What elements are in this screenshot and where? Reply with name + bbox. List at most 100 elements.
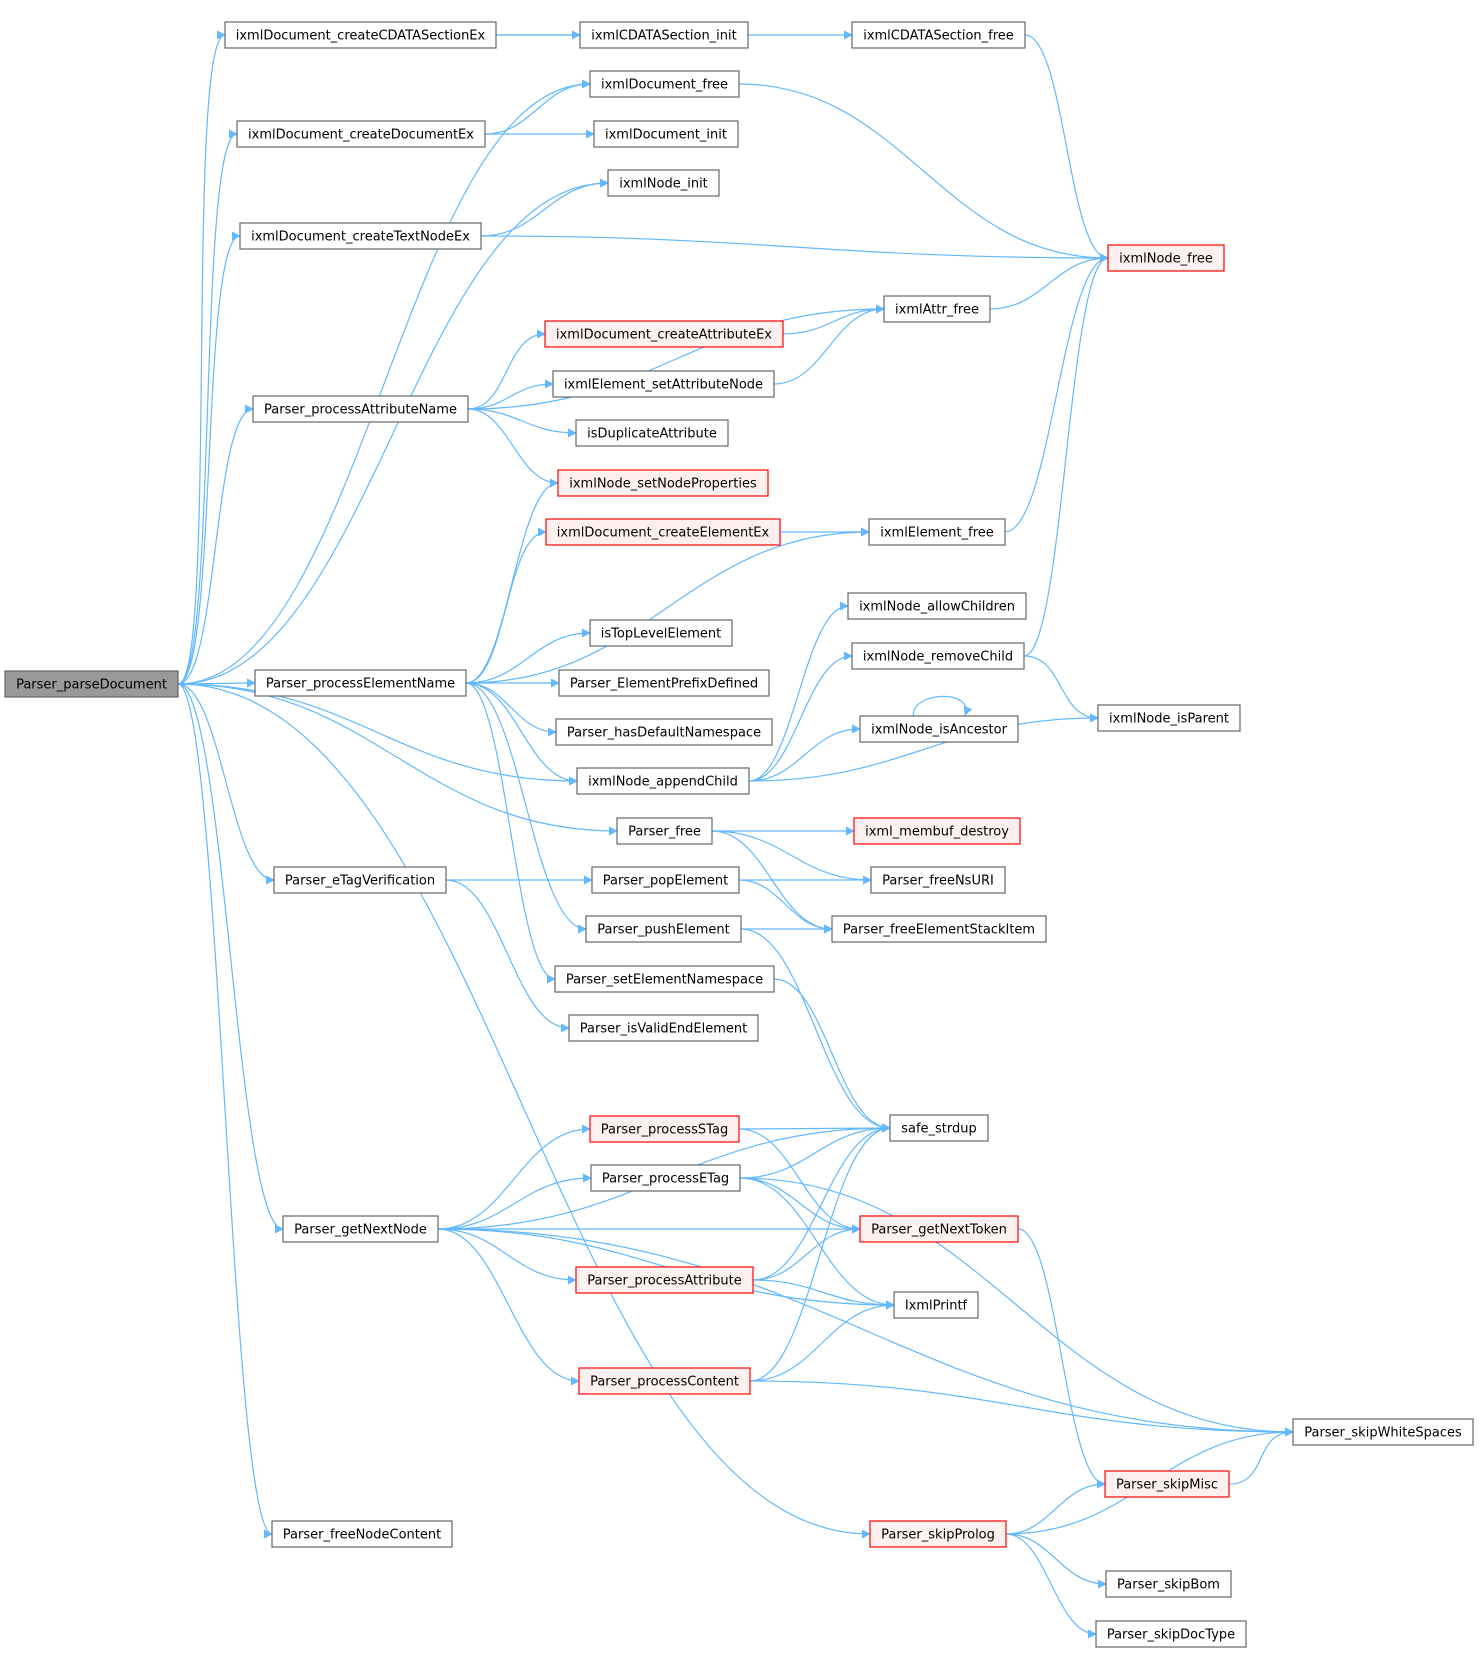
node-label: ixmlNode_appendChild — [588, 775, 738, 790]
node-label: Parser_isValidEndElement — [580, 1022, 747, 1037]
node-box — [254, 669, 467, 697]
graph-node[interactable]: Parser_setElementNamespace — [554, 965, 775, 993]
node-label: Parser_eTagVerification — [285, 874, 435, 889]
call-edge — [177, 683, 618, 836]
graph-node[interactable]: Parser_freeNodeContent — [271, 1520, 453, 1548]
node-label: ixmlDocument_init — [605, 128, 727, 143]
graph-node[interactable]: Parser_eTagVerification — [273, 866, 447, 894]
node-label: ixmlNode_free — [1119, 252, 1213, 267]
node-box — [554, 965, 775, 993]
node-label: ixmlDocument_createCDATASectionEx — [236, 29, 486, 44]
graph-node[interactable]: Parser_skipBom — [1105, 1570, 1232, 1598]
graph-node[interactable]: ixmlCDATASection_init — [579, 21, 749, 49]
node-label: Parser_getNextToken — [871, 1223, 1007, 1238]
node-box — [273, 866, 447, 894]
node-box — [224, 21, 497, 49]
call-edge — [739, 1177, 895, 1310]
graph-node[interactable]: Parser_processElementName — [254, 669, 467, 697]
graph-node[interactable]: Parser_isValidEndElement — [568, 1014, 759, 1042]
node-box — [578, 1367, 751, 1395]
call-edge — [177, 178, 609, 685]
node-label: Parser_skipWhiteSpaces — [1304, 1426, 1462, 1441]
graph-node[interactable]: Parser_processContent — [578, 1367, 751, 1395]
graph-node[interactable]: Parser_getNextToken — [859, 1215, 1019, 1243]
node-label: ixmlNode_isAncestor — [871, 723, 1007, 738]
graph-node[interactable]: ixmlNode_appendChild — [576, 767, 750, 795]
call-edge — [177, 129, 238, 685]
node-label: ixmlNode_isParent — [1109, 712, 1229, 727]
graph-node[interactable]: Parser_freeElementStackItem — [831, 915, 1047, 943]
call-edge — [739, 1177, 861, 1234]
node-label: Parser_freeElementStackItem — [843, 923, 1035, 938]
graph-node[interactable]: IxmlPrintf — [893, 1291, 979, 1319]
graph-node[interactable]: isTopLevelElement — [589, 619, 733, 647]
graph-node[interactable]: ixmlDocument_free — [589, 70, 740, 98]
call-edge — [748, 713, 1099, 782]
graph-node[interactable]: ixmlAttr_free — [883, 295, 991, 323]
graph-node[interactable]: ixmlDocument_createTextNodeEx — [239, 222, 482, 250]
node-box — [575, 419, 729, 447]
call-edge — [1005, 1533, 1107, 1589]
graph-node[interactable]: ixmlDocument_createCDATASectionEx — [224, 21, 497, 49]
node-box — [589, 1115, 740, 1143]
call-edge — [437, 1228, 580, 1386]
call-edge — [748, 651, 853, 782]
graph-node[interactable]: ixmlDocument_init — [593, 120, 739, 148]
graph-node[interactable]: Parser_processAttributeName — [252, 395, 469, 423]
node-label: Parser_getNextNode — [294, 1223, 427, 1238]
node-label: Parser_processAttributeName — [264, 403, 457, 418]
node-label: ixmlNode_init — [619, 177, 708, 192]
node-label: Parser_processSTag — [601, 1123, 728, 1138]
call-edge — [1017, 1228, 1106, 1489]
call-edge — [467, 379, 554, 410]
graph-node[interactable]: Parser_skipProlog — [869, 1520, 1007, 1548]
graph-node[interactable]: ixmlNode_isParent — [1097, 704, 1241, 732]
graph-node[interactable]: Parser_processAttribute — [575, 1266, 754, 1294]
node-box — [883, 295, 991, 323]
node-label: ixmlDocument_createTextNodeEx — [251, 230, 470, 245]
graph-node[interactable]: Parser_processSTag — [589, 1115, 740, 1143]
graph-node[interactable]: ixmlNode_setNodeProperties — [557, 469, 769, 497]
graph-node[interactable]: Parser_popElement — [591, 866, 740, 894]
call-edge — [177, 683, 871, 1539]
graph-node[interactable]: ixmlNode_removeChild — [851, 642, 1025, 670]
graph-node[interactable]: Parser_skipWhiteSpaces — [1292, 1418, 1474, 1446]
graph-node[interactable]: Parser_skipMisc — [1104, 1470, 1230, 1498]
graph-node[interactable]: ixmlElement_setAttributeNode — [552, 370, 775, 398]
graph-node[interactable]: ixmlNode_init — [607, 169, 720, 197]
graph-node[interactable]: isDuplicateAttribute — [575, 419, 729, 447]
graph-node[interactable]: ixmlDocument_createElementEx — [545, 518, 781, 546]
graph-node[interactable]: ixmlElement_free — [868, 518, 1006, 546]
call-edge — [465, 682, 556, 984]
graph-node[interactable]: Parser_processETag — [590, 1164, 741, 1192]
node-box — [607, 169, 720, 197]
node-box — [893, 1291, 979, 1319]
graph-node[interactable]: Parser_getNextNode — [282, 1215, 439, 1243]
call-edge — [738, 879, 833, 934]
node-box — [545, 518, 781, 546]
graph-node[interactable]: Parser_hasDefaultNamespace — [555, 718, 773, 746]
call-edge — [467, 329, 546, 410]
node-box — [831, 915, 1047, 943]
graph-node[interactable]: ixmlNode_free — [1107, 244, 1225, 272]
graph-node[interactable]: ixmlDocument_createDocumentEx — [236, 120, 486, 148]
graph-node[interactable]: ixmlDocument_createAttributeEx — [544, 320, 784, 348]
graph-node[interactable]: ixmlNode_isAncestor — [859, 715, 1019, 743]
graph-node[interactable]: ixmlNode_allowChildren — [847, 592, 1027, 620]
graph-node[interactable]: safe_strdup — [889, 1114, 989, 1142]
graph-node[interactable]: Parser_free — [616, 817, 713, 845]
graph-node[interactable]: Parser_ElementPrefixDefined — [558, 669, 770, 697]
graph-node[interactable]: Parser_parseDocument — [4, 670, 179, 698]
graph-node[interactable]: ixmlCDATASection_free — [851, 21, 1026, 49]
call-edge — [467, 408, 577, 438]
graph-node[interactable]: ixml_membuf_destroy — [853, 817, 1021, 845]
graph-node[interactable]: Parser_freeNsURI — [870, 866, 1006, 894]
node-label: ixmlElement_free — [880, 526, 994, 541]
node-box — [1095, 1620, 1247, 1648]
node-box — [851, 642, 1025, 670]
graph-node[interactable]: Parser_pushElement — [585, 915, 742, 943]
node-box — [4, 670, 179, 698]
node-box — [552, 370, 775, 398]
graph-node[interactable]: Parser_skipDocType — [1095, 1620, 1247, 1648]
call-edge — [739, 1177, 1294, 1437]
